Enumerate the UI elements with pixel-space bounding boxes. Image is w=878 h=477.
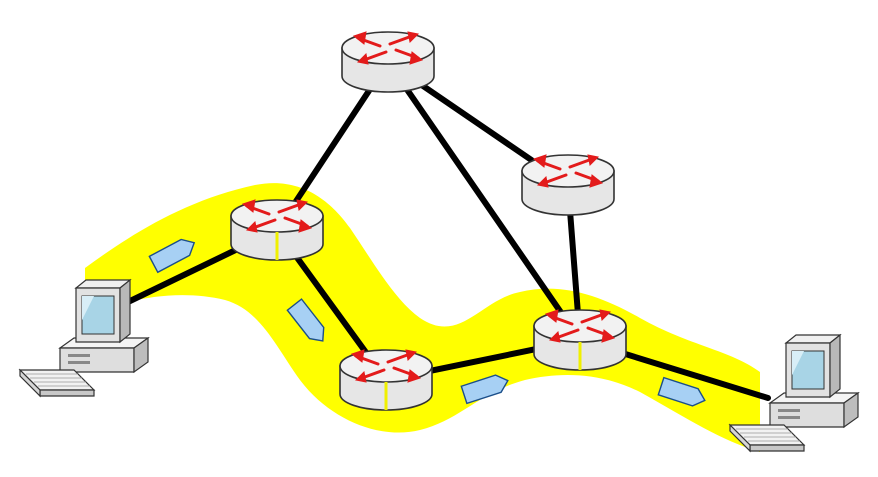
path-highlight-band	[85, 183, 760, 453]
computer-left	[19, 279, 149, 397]
router-right-upper	[520, 153, 616, 217]
router-bottom-middle	[338, 348, 434, 412]
router-left	[229, 198, 325, 262]
router-top	[340, 30, 436, 94]
router-icon	[340, 30, 436, 94]
router-icon	[520, 153, 616, 217]
desktop-computer-icon	[19, 279, 149, 397]
node-group	[19, 30, 859, 452]
link-router-top-to-router-right-lower	[385, 59, 583, 343]
router-right-lower	[532, 308, 628, 372]
